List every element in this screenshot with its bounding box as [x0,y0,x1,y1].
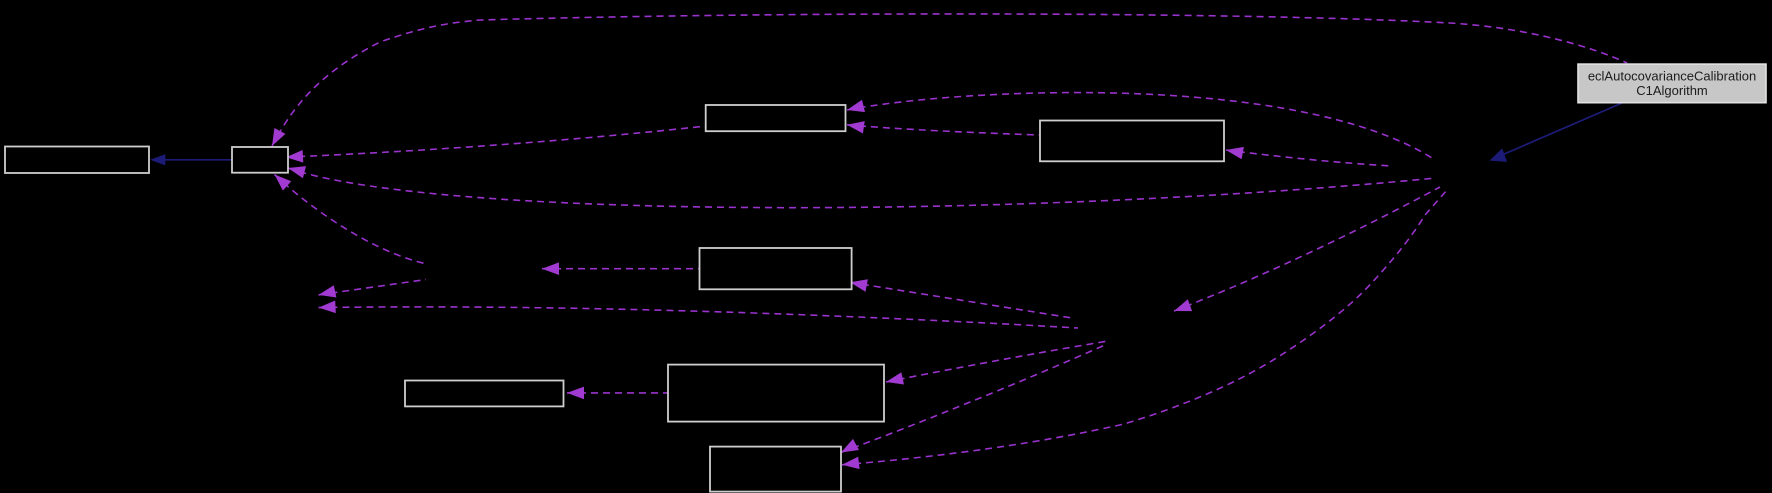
svg-text:C1Algorithm: C1Algorithm [1636,83,1708,98]
svg-text:eclAutocovarianceCalibration: eclAutocovarianceCalibration [1588,69,1756,84]
